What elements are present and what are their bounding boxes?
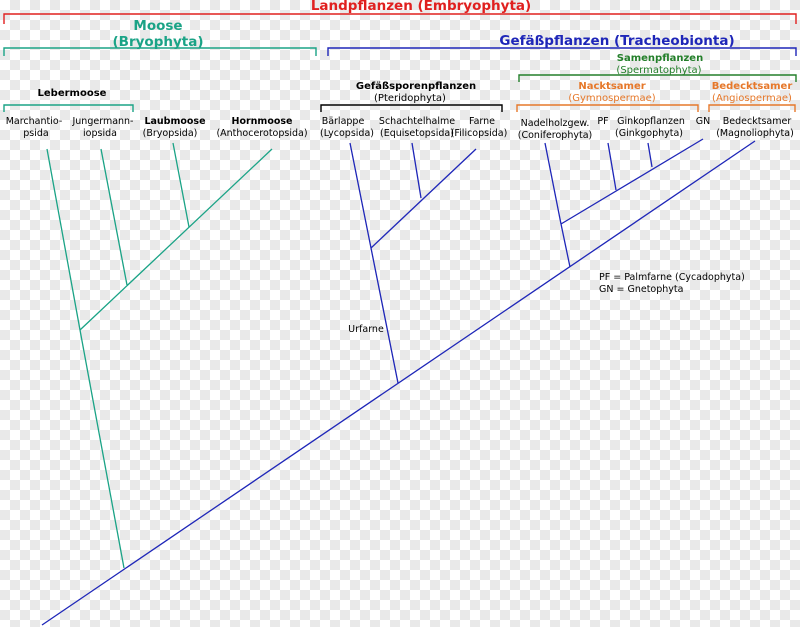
taxon-jungermanniopsida-line2: iopsida xyxy=(83,128,117,139)
taxon-nadelholz: Nadelholzgew. xyxy=(521,118,590,129)
taxon-schachtelhalme-latin: (Equisetopsida) xyxy=(380,128,454,139)
taxon-laubmoose-latin: (Bryopsida) xyxy=(143,128,198,139)
gefass-branches xyxy=(41,138,756,626)
land-title: Landpflanzen (Embryophyta) xyxy=(311,0,531,14)
sporen-bracket xyxy=(320,104,503,112)
taxon-ginkgo: Ginkopflanzen xyxy=(617,116,685,127)
moose-branches xyxy=(46,142,273,569)
leber-bracket xyxy=(3,104,134,112)
legend-gn: GN = Gnetophyta xyxy=(599,284,683,295)
bedeckt-bracket xyxy=(708,104,796,112)
taxon-bedecktsamer-latin: (Magnoliophyta) xyxy=(716,128,794,139)
taxon-baerlappe-latin: (Lycopsida) xyxy=(320,128,374,139)
taxon-gn: GN xyxy=(696,116,710,127)
taxon-laubmoose: Laubmoose xyxy=(144,116,205,127)
moose-bracket xyxy=(3,47,317,56)
taxon-farne: Farne xyxy=(469,116,495,127)
land-bracket xyxy=(3,13,797,24)
legend-pf: PF = Palmfarne (Cycadophyta) xyxy=(599,272,745,283)
bedeckt-title: Bedecktsamer xyxy=(712,81,793,92)
taxon-pf: PF xyxy=(597,116,608,127)
taxon-jungermanniopsida: Jungermann- xyxy=(71,116,133,127)
nackt-title: Nacktsamer xyxy=(578,81,645,92)
moose-subtitle: (Bryophyta) xyxy=(113,34,204,50)
sporen-subtitle: (Pteridophyta) xyxy=(374,93,446,104)
sporen-title: Gefäßsporenpflanzen xyxy=(356,81,476,92)
leber-title: Lebermoose xyxy=(38,88,107,99)
taxon-bedecktsamer: Bedecktsamer xyxy=(723,116,792,127)
urfarne-label: Urfarne xyxy=(348,324,384,335)
gefass-bracket xyxy=(327,47,797,56)
samen-subtitle: (Spermatophyta) xyxy=(616,65,701,76)
moose-title: Moose xyxy=(133,18,182,34)
taxon-farne-latin: (Filicopsida) xyxy=(451,128,508,139)
taxon-ginkgo-latin: (Ginkgophyta) xyxy=(615,128,683,139)
samen-bracket xyxy=(518,74,797,82)
taxon-hornmoose: Hornmoose xyxy=(232,116,293,127)
samen-title: Samenpflanzen xyxy=(617,53,703,64)
taxon-nadelholz-latin: (Coniferophyta) xyxy=(518,130,592,141)
taxon-schachtelhalme: Schachtelhalme xyxy=(379,116,455,127)
taxon-hornmoose-latin: (Anthocerotopsida) xyxy=(216,128,307,139)
nackt-subtitle: (Gymnospermae) xyxy=(568,93,655,104)
gefass-title: Gefäßpflanzen (Tracheobionta) xyxy=(499,33,734,49)
taxon-marchantiopsida-line2: psida xyxy=(23,128,48,139)
bedeckt-subtitle: (Angiospermae) xyxy=(712,93,792,104)
nackt-bracket xyxy=(516,104,699,112)
taxon-baerlappe: Bärlappe xyxy=(322,116,365,127)
taxon-marchantiopsida: Marchantio- xyxy=(6,116,63,127)
